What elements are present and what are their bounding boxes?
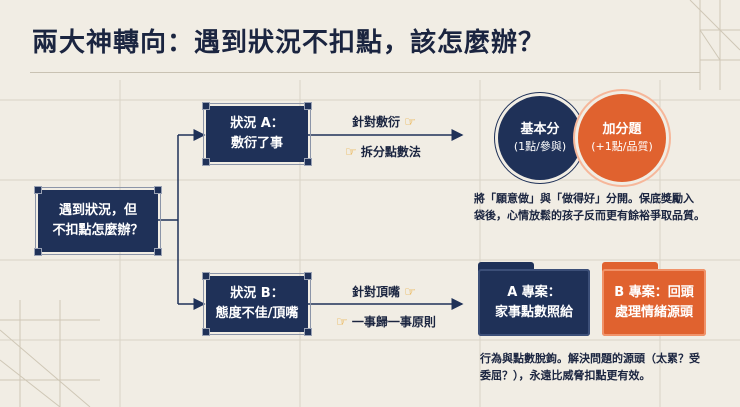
bonus-score-sub: (+1點/品質) bbox=[591, 140, 653, 153]
note-b-line1: 行為與點數脫鉤。解決問題的源頭（太累？受 bbox=[480, 352, 700, 365]
project-b-line2: 處理情緒源頭 bbox=[614, 304, 693, 320]
pointing-hand-icon: ☞ bbox=[404, 285, 416, 300]
root-question-box: 遇到狀況，但 不扣點怎麼辦？ bbox=[34, 186, 162, 256]
folder-body: B 專案：回頭 處理情緒源頭 bbox=[602, 269, 706, 336]
arrow-a-top-label: 針對敷衍 ☞ bbox=[352, 113, 416, 130]
title-divider bbox=[30, 72, 700, 73]
project-a-folder: A 專案： 家事點數照給 bbox=[478, 262, 590, 336]
arrow-b-top-text: 針對頂嘴 bbox=[352, 285, 401, 299]
box-corner bbox=[202, 328, 210, 336]
box-corner bbox=[202, 272, 210, 280]
project-a-line2: 家事點數照給 bbox=[494, 304, 573, 320]
root-box-line1: 遇到狀況，但 bbox=[58, 203, 137, 218]
situation-b-line1: 狀況 B： bbox=[230, 286, 284, 301]
situation-a-line2: 敷衍了事 bbox=[230, 136, 283, 151]
basic-score-title: 基本分 bbox=[520, 122, 560, 137]
arrow-a-bottom-text: 拆分點數法 bbox=[360, 145, 421, 159]
arrow-b-bottom-text: 一事歸一事原則 bbox=[351, 315, 436, 329]
box-corner bbox=[202, 102, 210, 110]
arrow-a-bottom-label: ☞ 拆分點數法 bbox=[345, 143, 421, 160]
folder-tab bbox=[602, 262, 658, 271]
bonus-score-circle: 加分題 (+1點/品質) bbox=[578, 94, 666, 182]
folder-body: A 專案： 家事點數照給 bbox=[478, 269, 590, 336]
box-corner bbox=[202, 158, 210, 166]
arrow-b-top-label: 針對頂嘴 ☞ bbox=[352, 283, 416, 300]
page-title: 兩大神轉向：遇到狀況不扣點，該怎麼辦？ bbox=[32, 28, 546, 58]
note-a-line1: 將「願意做」與「做得好」分開。保底獎勵入 bbox=[474, 192, 694, 205]
situation-a-line1: 狀況 A： bbox=[230, 116, 284, 131]
basic-score-circle: 基本分 (1點/參與) bbox=[498, 96, 582, 180]
note-b-line2: 委屈？），永遠比威脅扣點更有效。 bbox=[480, 369, 651, 382]
box-corner bbox=[304, 272, 312, 280]
pointing-hand-icon: ☞ bbox=[345, 145, 357, 160]
basic-score-sub: (1點/參與) bbox=[513, 140, 567, 153]
arrow-a-top-text: 針對敷衍 bbox=[352, 115, 401, 129]
box-corner bbox=[304, 102, 312, 110]
situation-b-box: 狀況 B： 態度不佳/頂嘴 bbox=[202, 272, 312, 336]
folder-tab bbox=[478, 262, 534, 271]
pointing-hand-icon: ☞ bbox=[404, 115, 416, 130]
box-corner bbox=[304, 158, 312, 166]
situation-a-box: 狀況 A： 敷衍了事 bbox=[202, 102, 312, 166]
arrow-b-bottom-label: ☞ 一事歸一事原則 bbox=[336, 313, 436, 330]
box-corner bbox=[304, 328, 312, 336]
project-b-line1: B 專案：回頭 bbox=[614, 284, 694, 300]
project-a-line1: A 專案： bbox=[507, 284, 561, 300]
note-a-line2: 袋後，心情放鬆的孩子反而更有餘裕爭取品質。 bbox=[474, 209, 705, 222]
box-corner bbox=[34, 248, 42, 256]
note-a: 將「願意做」與「做得好」分開。保底獎勵入 袋後，心情放鬆的孩子反而更有餘裕爭取品… bbox=[474, 190, 730, 224]
situation-b-line2: 態度不佳/頂嘴 bbox=[215, 306, 299, 321]
box-corner bbox=[34, 186, 42, 194]
pointing-hand-icon: ☞ bbox=[336, 315, 348, 330]
root-box-line2: 不扣點怎麼辦？ bbox=[52, 223, 144, 238]
note-b: 行為與點數脫鉤。解決問題的源頭（太累？受 委屈？），永遠比威脅扣點更有效。 bbox=[480, 350, 730, 384]
box-corner bbox=[154, 186, 162, 194]
project-b-folder: B 專案：回頭 處理情緒源頭 bbox=[602, 262, 706, 336]
bonus-score-title: 加分題 bbox=[602, 122, 642, 137]
box-corner bbox=[154, 248, 162, 256]
